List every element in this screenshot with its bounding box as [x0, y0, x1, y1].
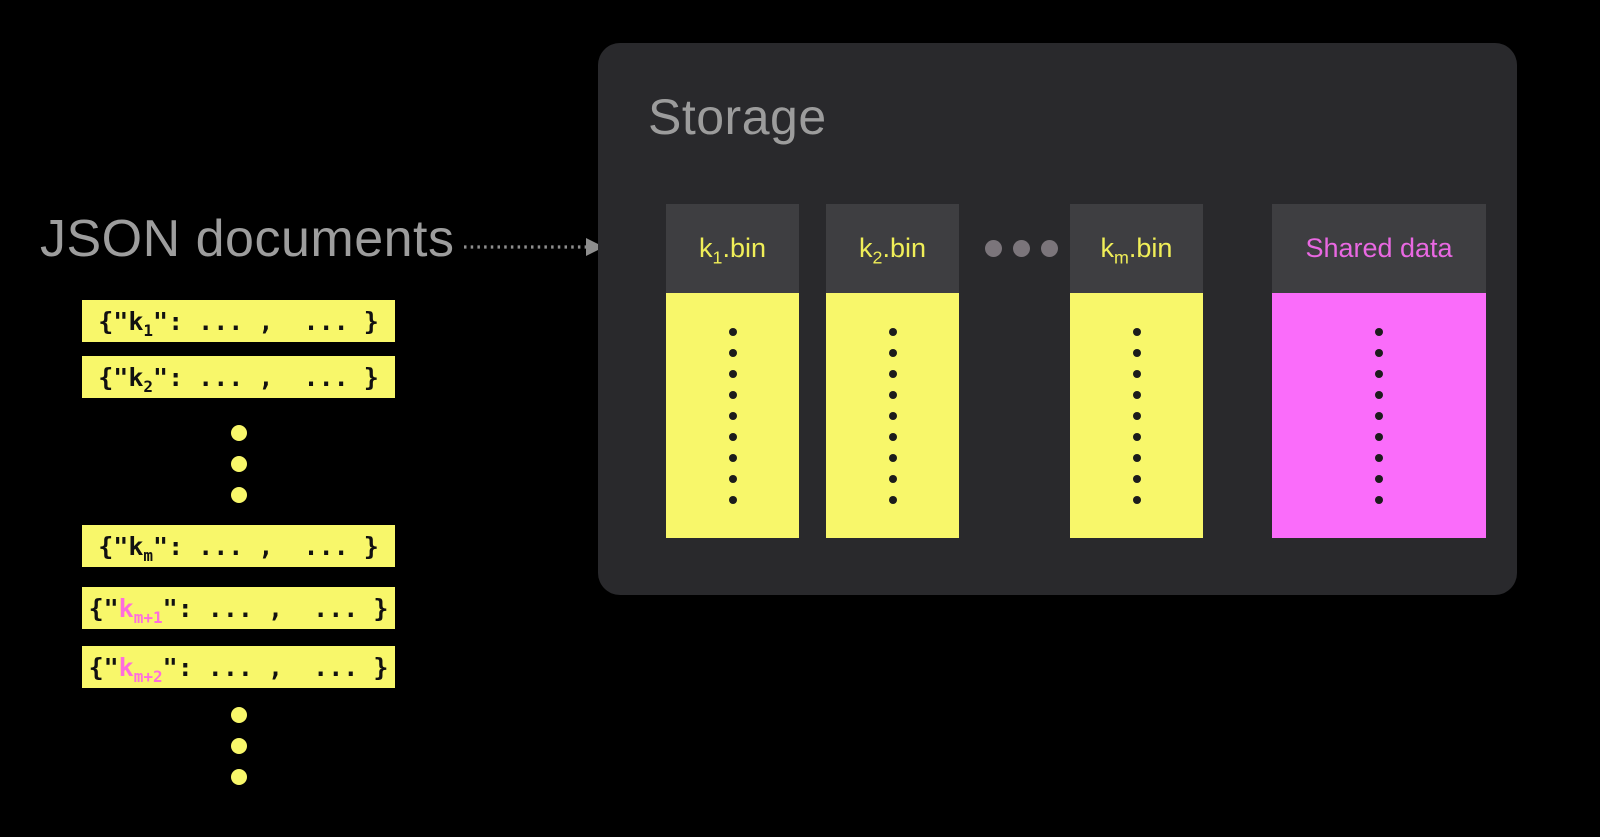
doc-suffix: ": ... , ... } — [162, 652, 389, 682]
ellipsis-dot — [1012, 240, 1030, 257]
column-dot — [888, 411, 897, 420]
column-dot — [1375, 348, 1383, 357]
column-dot — [1132, 369, 1141, 378]
doc-key-subscript: m — [143, 545, 154, 565]
column-header: k1.bin — [666, 204, 799, 293]
ellipsis-dot — [230, 487, 247, 503]
doc-suffix: ": ... , ... } — [153, 362, 379, 392]
column-dot — [1132, 474, 1141, 483]
column-dot — [728, 327, 737, 336]
column-dot — [728, 432, 737, 441]
doc-key-subscript: m+1 — [133, 607, 163, 627]
json-document-bar: {"k1": ... , ... } — [82, 300, 395, 342]
column-dot — [888, 432, 897, 441]
column-dot — [1375, 327, 1383, 336]
column-dot — [728, 474, 737, 483]
bin-file-column: km.bin — [1070, 204, 1203, 538]
doc-prefix: {" — [88, 593, 119, 623]
vertical-ellipsis — [82, 707, 395, 785]
bin-file-label: km.bin — [1100, 233, 1173, 268]
shared-data-column: Shared data — [1272, 204, 1486, 538]
shared-data-label: Shared data — [1305, 233, 1453, 263]
bin-file-subscript: 2 — [872, 247, 883, 268]
json-document-bar: {"km+2": ... , ... } — [82, 646, 395, 688]
column-dot — [888, 348, 897, 357]
column-dot — [1132, 327, 1141, 336]
doc-prefix: {" — [98, 362, 129, 392]
doc-prefix: {" — [98, 306, 129, 336]
column-body — [666, 293, 799, 538]
doc-suffix: ": ... , ... } — [153, 306, 379, 336]
doc-key-subscript: m+2 — [133, 666, 163, 686]
bin-file-column: k2.bin — [826, 204, 959, 538]
column-dot — [888, 390, 897, 399]
column-dot — [888, 453, 897, 462]
column-body — [1272, 293, 1486, 538]
column-dot — [1132, 411, 1141, 420]
column-dot — [1132, 495, 1141, 504]
column-dot — [1375, 390, 1383, 399]
bin-file-subscript: m — [1114, 247, 1129, 268]
doc-key: km+1 — [118, 593, 163, 627]
doc-key: k2 — [128, 362, 154, 396]
vertical-ellipsis — [82, 425, 395, 503]
doc-key-subscript: 2 — [143, 376, 154, 396]
column-dot — [888, 495, 897, 504]
ellipsis-dot — [230, 769, 247, 785]
column-dot — [1375, 453, 1383, 462]
column-dot — [728, 453, 737, 462]
column-dot — [1132, 348, 1141, 357]
column-dot — [1132, 390, 1141, 399]
storage-box: Storage k1.bin k2.bin km.bin Shared data — [598, 43, 1517, 595]
column-dot — [1375, 369, 1383, 378]
ellipsis-dot — [230, 738, 247, 754]
ellipsis-dot — [230, 425, 247, 441]
column-dot — [1375, 411, 1383, 420]
ellipsis-dot — [1040, 240, 1058, 257]
bin-file-column: k1.bin — [666, 204, 799, 538]
json-document-bar: {"km+1": ... , ... } — [82, 587, 395, 629]
doc-suffix: ": ... , ... } — [153, 531, 379, 561]
bin-file-label: k1.bin — [699, 233, 766, 268]
doc-key: k1 — [128, 306, 154, 340]
doc-prefix: {" — [98, 531, 129, 561]
column-header: k2.bin — [826, 204, 959, 293]
column-dot — [888, 474, 897, 483]
horizontal-ellipsis — [978, 204, 1064, 293]
json-document-bar: {"k2": ... , ... } — [82, 356, 395, 398]
column-dot — [1132, 453, 1141, 462]
column-dot — [1132, 432, 1141, 441]
column-dot — [1375, 432, 1383, 441]
ellipsis-dot — [230, 456, 247, 472]
bin-file-label: k2.bin — [859, 233, 926, 268]
doc-key: km — [128, 531, 154, 565]
column-dot — [728, 348, 737, 357]
ellipsis-dot — [230, 707, 247, 723]
column-body — [1070, 293, 1203, 538]
doc-key-subscript: 1 — [143, 320, 154, 340]
column-dot — [1375, 495, 1383, 504]
doc-prefix: {" — [88, 652, 119, 682]
column-header: km.bin — [1070, 204, 1203, 293]
column-dot — [888, 369, 897, 378]
column-dot — [728, 411, 737, 420]
column-dot — [888, 327, 897, 336]
dotted-arrow-icon — [464, 238, 604, 256]
column-dot — [728, 369, 737, 378]
column-header: Shared data — [1272, 204, 1486, 293]
bin-file-subscript: 1 — [712, 247, 723, 268]
json-documents-label: JSON documents — [40, 210, 455, 268]
doc-key: km+2 — [118, 652, 163, 686]
column-dot — [728, 495, 737, 504]
column-body — [826, 293, 959, 538]
storage-title: Storage — [648, 89, 827, 145]
json-document-bar: {"km": ... , ... } — [82, 525, 395, 567]
column-dot — [1375, 474, 1383, 483]
doc-suffix: ": ... , ... } — [162, 593, 389, 623]
column-dot — [728, 390, 737, 399]
ellipsis-dot — [984, 240, 1002, 257]
